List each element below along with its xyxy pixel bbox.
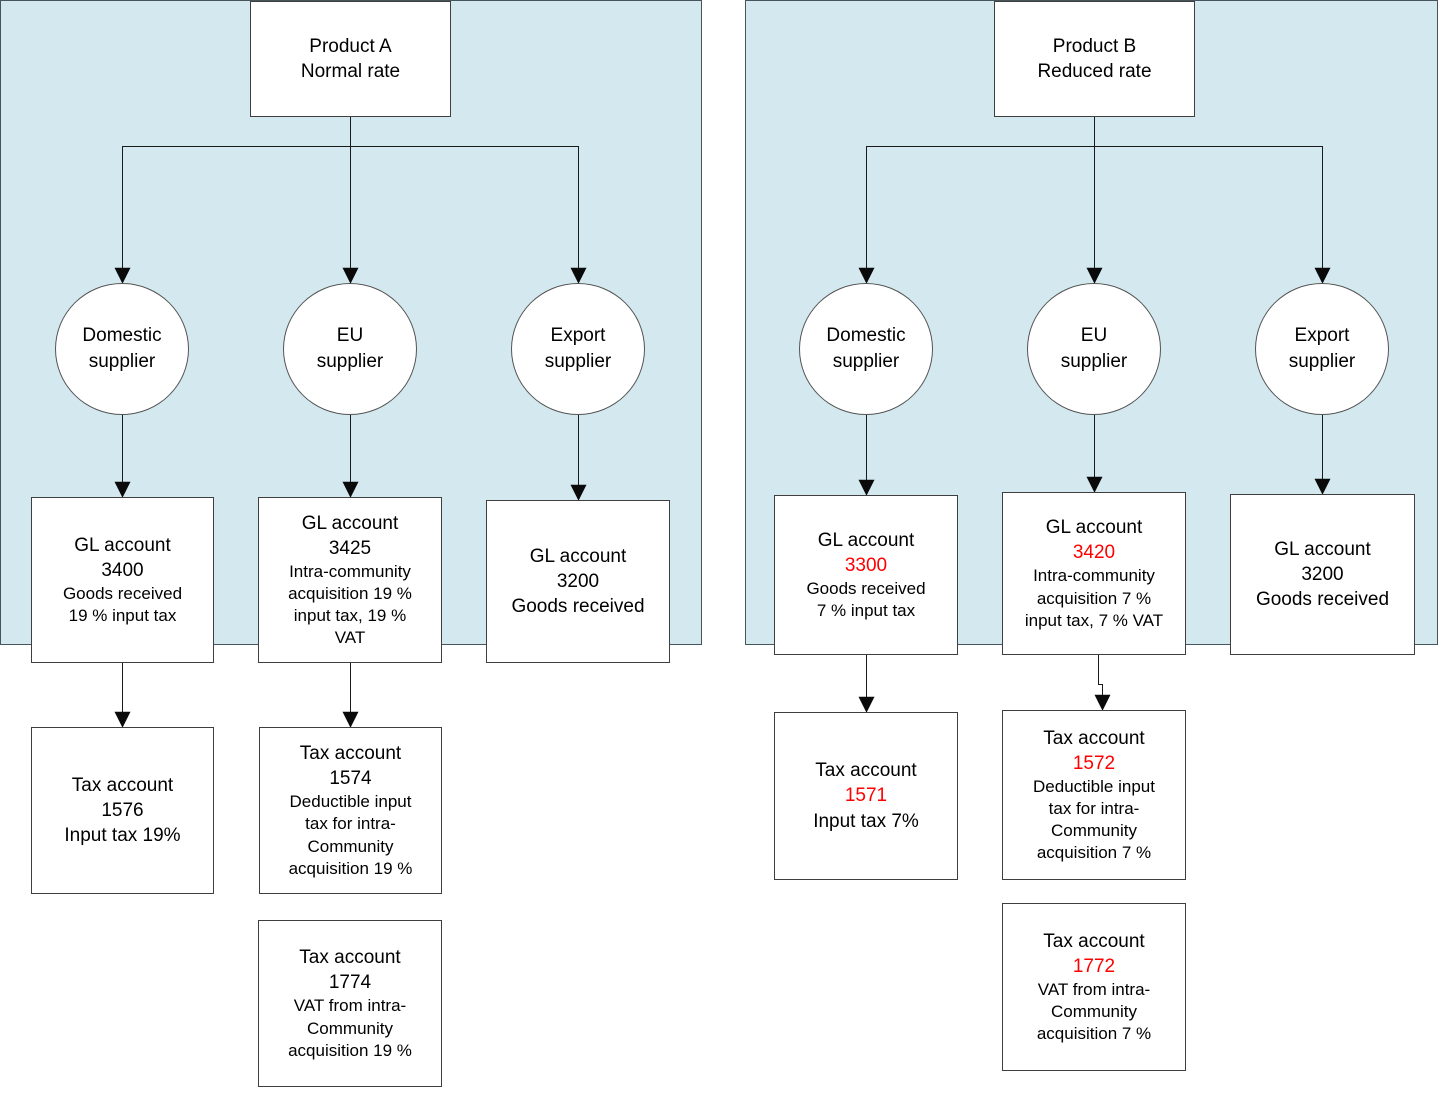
tax-box-title: Tax account xyxy=(1043,930,1145,952)
gl-account-number: 3425 xyxy=(328,537,372,559)
tax-account-number: 1574 xyxy=(329,768,372,790)
gl-account-number: 3420 xyxy=(1072,542,1116,564)
left-export-supplier-circle: Export supplier xyxy=(511,283,645,415)
tax-account-1572-box: Tax account 1572 Deductible input tax fo… xyxy=(1002,710,1186,880)
gl-account-number: 3300 xyxy=(844,554,888,576)
left-eu-supplier-circle: EU supplier xyxy=(283,283,417,415)
supplier-label: Export supplier xyxy=(1288,325,1356,372)
right-eu-supplier-circle: EU supplier xyxy=(1027,283,1161,415)
supplier-label: Domestic supplier xyxy=(826,325,906,372)
gl-account-number: 3200 xyxy=(556,570,600,592)
gl-box-description: Goods received 7 % input tax xyxy=(806,578,926,621)
gl-account-3200-right-box: GL account 3200 Goods received xyxy=(1230,494,1415,655)
tax-box-description: VAT from intra- Community acquisition 19… xyxy=(288,996,412,1060)
left-domestic-supplier-circle: Domestic supplier xyxy=(55,283,189,415)
tax-box-description: Input tax 7% xyxy=(813,810,919,832)
tax-account-1571-box: Tax account 1571 Input tax 7% xyxy=(774,712,958,880)
product-a-box: Product A Normal rate xyxy=(250,1,451,117)
gl-box-title: GL account xyxy=(1274,538,1371,560)
gl-box-title: GL account xyxy=(1045,517,1143,539)
tax-account-1772-box: Tax account 1772 VAT from intra- Communi… xyxy=(1002,903,1186,1071)
gl-account-number: 3400 xyxy=(101,559,144,581)
gl-account-number: 3200 xyxy=(1301,563,1344,585)
tax-account-1774-box: Tax account 1774 VAT from intra- Communi… xyxy=(258,920,442,1087)
gl-box-description: Goods received xyxy=(511,596,645,618)
tax-box-description: VAT from intra- Community acquisition 7 … xyxy=(1036,979,1152,1044)
tax-box-title: Tax account xyxy=(299,947,401,969)
tax-account-number: 1772 xyxy=(1072,955,1116,977)
tax-box-description: Deductible input tax for intra- Communit… xyxy=(288,792,413,878)
tax-box-title: Tax account xyxy=(299,743,402,765)
gl-box-description: Goods received xyxy=(1255,589,1390,611)
tax-account-1574-box: Tax account 1574 Deductible input tax fo… xyxy=(259,727,442,894)
tax-account-number: 1571 xyxy=(844,785,888,807)
gl-account-3200-left-box: GL account 3200 Goods received xyxy=(486,500,670,663)
tax-account-number: 1572 xyxy=(1072,752,1116,774)
tax-account-number: 1774 xyxy=(328,972,372,994)
right-export-supplier-circle: Export supplier xyxy=(1255,283,1389,415)
gl-box-description: Intra-community acquisition 19 % input t… xyxy=(288,561,412,648)
tax-box-title: Tax account xyxy=(815,760,917,782)
gl-box-title: GL account xyxy=(301,512,399,534)
gl-account-3300-box: GL account 3300 Goods received 7 % input… xyxy=(774,495,958,655)
tax-box-description: Input tax 19% xyxy=(64,825,181,847)
supplier-label: Export supplier xyxy=(544,325,612,372)
tax-box-title: Tax account xyxy=(1043,727,1145,749)
product-a-label: Product A Normal rate xyxy=(300,35,401,82)
supplier-label: EU supplier xyxy=(316,325,384,372)
tax-box-title: Tax account xyxy=(71,774,174,796)
gl-box-description: Goods received 19 % input tax xyxy=(62,583,183,626)
gl-box-title: GL account xyxy=(74,534,171,556)
gl-account-3420-box: GL account 3420 Intra-community acquisit… xyxy=(1002,492,1186,655)
supplier-label: EU supplier xyxy=(1060,325,1128,372)
supplier-label: Domestic supplier xyxy=(82,325,162,372)
gl-account-3425-box: GL account 3425 Intra-community acquisit… xyxy=(258,497,442,663)
gl-box-title: GL account xyxy=(817,529,915,551)
tax-account-number: 1576 xyxy=(101,799,144,821)
product-b-label: Product B Reduced rate xyxy=(1037,35,1152,82)
gl-account-3400-box: GL account 3400 Goods received 19 % inpu… xyxy=(31,497,214,663)
tax-box-description: Deductible input tax for intra- Communit… xyxy=(1033,776,1155,863)
tax-account-1576-box: Tax account 1576 Input tax 19% xyxy=(31,727,214,894)
right-domestic-supplier-circle: Domestic supplier xyxy=(799,283,933,415)
product-b-box: Product B Reduced rate xyxy=(994,1,1195,117)
gl-box-title: GL account xyxy=(529,545,627,567)
gl-box-description: Intra-community acquisition 7 % input ta… xyxy=(1024,566,1164,630)
